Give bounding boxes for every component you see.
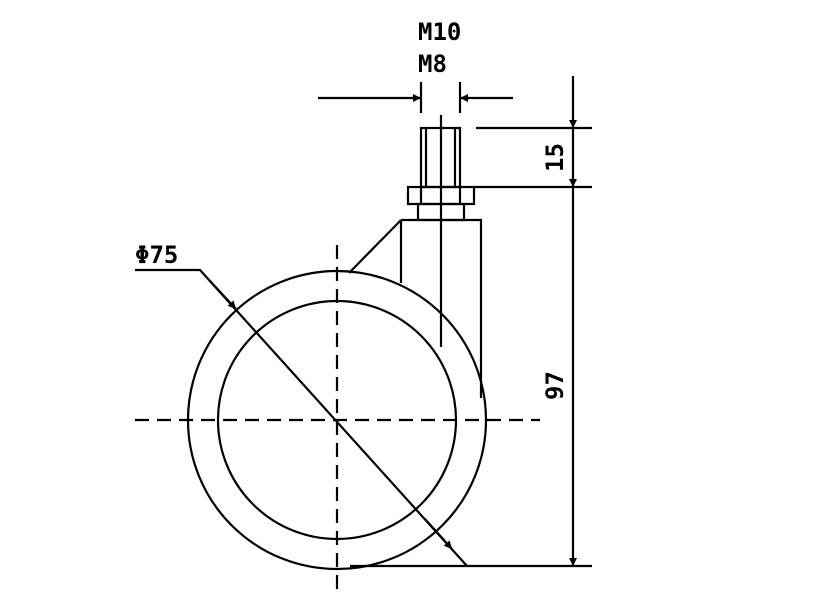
bracket-body — [348, 218, 483, 398]
label-stem-length: 15 — [541, 143, 569, 172]
label-m8: M8 — [418, 50, 447, 78]
label-total-height: 97 — [541, 371, 569, 400]
label-m10: M10 — [418, 18, 461, 46]
diameter-leader — [135, 268, 468, 567]
label-wheel-diameter: Φ75 — [135, 241, 178, 269]
